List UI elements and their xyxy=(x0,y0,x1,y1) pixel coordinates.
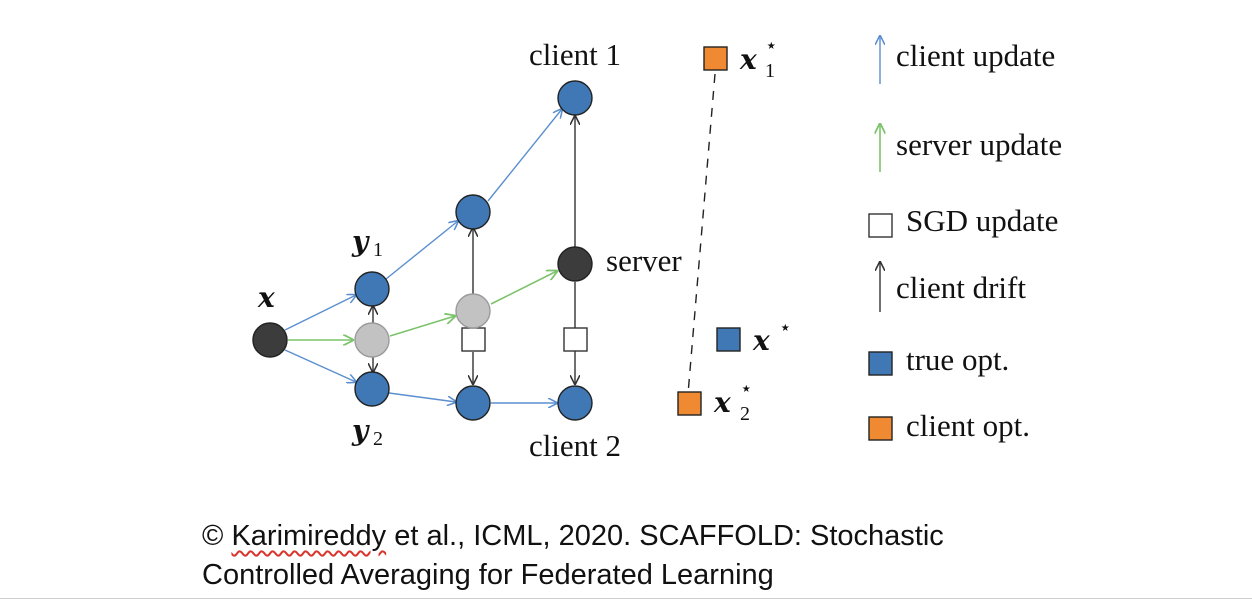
server-update-edges xyxy=(288,271,557,340)
label-x1star-sup: ⋆ xyxy=(765,35,778,57)
legend-label-client-update: client update xyxy=(896,38,1055,73)
square-blue-icon xyxy=(868,351,893,376)
legend-label-sgd-update: SGD update xyxy=(906,203,1058,238)
label-x2star: x xyxy=(713,386,731,419)
square-orange-icon xyxy=(868,416,893,441)
label-xstar-sup: ⋆ xyxy=(779,317,792,339)
legend: client update server update SGD update c… xyxy=(868,36,1062,443)
legend-item-true-opt: true opt. xyxy=(868,342,1009,377)
legend-label-client-opt: client opt. xyxy=(906,408,1030,443)
label-x1star-sub: 1 xyxy=(765,60,775,82)
node-client2 xyxy=(557,385,593,421)
edge-x-to-y1 xyxy=(284,295,356,331)
edge-x-to-y2 xyxy=(284,349,356,382)
client-opt-1-square xyxy=(703,46,728,71)
caption-line-1: © Karimireddy et al., ICML, 2020. SCAFFO… xyxy=(202,517,1102,556)
client-update-edges xyxy=(284,109,562,403)
label-y1: y xyxy=(351,225,370,258)
legend-item-sgd-update: SGD update xyxy=(868,203,1058,238)
node-c1mid xyxy=(455,194,491,230)
client-opt-2-square xyxy=(677,391,702,416)
edge-y1-to-c1mid xyxy=(385,221,458,280)
label-y2: y xyxy=(351,414,370,447)
node-gray1 xyxy=(354,322,390,358)
legend-item-server-update: server update xyxy=(880,124,1062,172)
label-x1star: x xyxy=(739,43,757,76)
label-y2-sub: 2 xyxy=(373,428,383,450)
sgd-square-right xyxy=(563,327,588,352)
square-white-icon xyxy=(868,213,893,238)
label-server: server xyxy=(606,243,682,278)
label-client1: client 1 xyxy=(529,37,621,72)
label-x2star-sub: 2 xyxy=(740,403,750,425)
node-y2 xyxy=(354,371,390,407)
label-y1-sub: 1 xyxy=(373,239,383,261)
citation-caption: © Karimireddy et al., ICML, 2020. SCAFFO… xyxy=(202,517,1102,595)
edge-g1-to-g2 xyxy=(389,316,455,337)
sgd-square-mid xyxy=(461,327,486,352)
edge-g2-to-server xyxy=(490,271,557,305)
legend-item-client-opt: client opt. xyxy=(868,408,1030,443)
caption-author: Karimireddy xyxy=(231,520,387,552)
client-drift-edges xyxy=(373,116,575,384)
true-opt-square xyxy=(716,327,741,352)
edge-c1mid-to-client1 xyxy=(487,109,562,202)
legend-item-client-drift: client drift xyxy=(880,262,1026,312)
label-x2star-sup: ⋆ xyxy=(740,378,753,400)
legend-label-true-opt: true opt. xyxy=(906,342,1009,377)
label-client2: client 2 xyxy=(529,428,621,463)
copyright-symbol: © xyxy=(202,520,224,552)
node-gray2 xyxy=(455,293,491,329)
caption-line-1-rest: et al., ICML, 2020. SCAFFOLD: Stochastic xyxy=(386,520,944,552)
legend-item-client-update: client update xyxy=(880,36,1055,84)
node-c2mid xyxy=(455,385,491,421)
legend-label-server-update: server update xyxy=(896,127,1062,162)
node-client1 xyxy=(557,80,593,116)
label-xstar: x xyxy=(752,324,770,357)
nodes xyxy=(252,80,593,421)
node-y1 xyxy=(354,271,390,307)
node-x xyxy=(252,322,288,358)
legend-label-client-drift: client drift xyxy=(896,270,1026,305)
bottom-divider xyxy=(0,598,1252,599)
edge-y2-to-c2mid xyxy=(388,392,456,402)
caption-line-2: Controlled Averaging for Federated Learn… xyxy=(202,559,774,591)
label-x: x xyxy=(257,281,275,314)
client-opt-dashed-line xyxy=(687,73,716,395)
node-server xyxy=(557,246,593,282)
sgd-squares xyxy=(461,327,588,352)
